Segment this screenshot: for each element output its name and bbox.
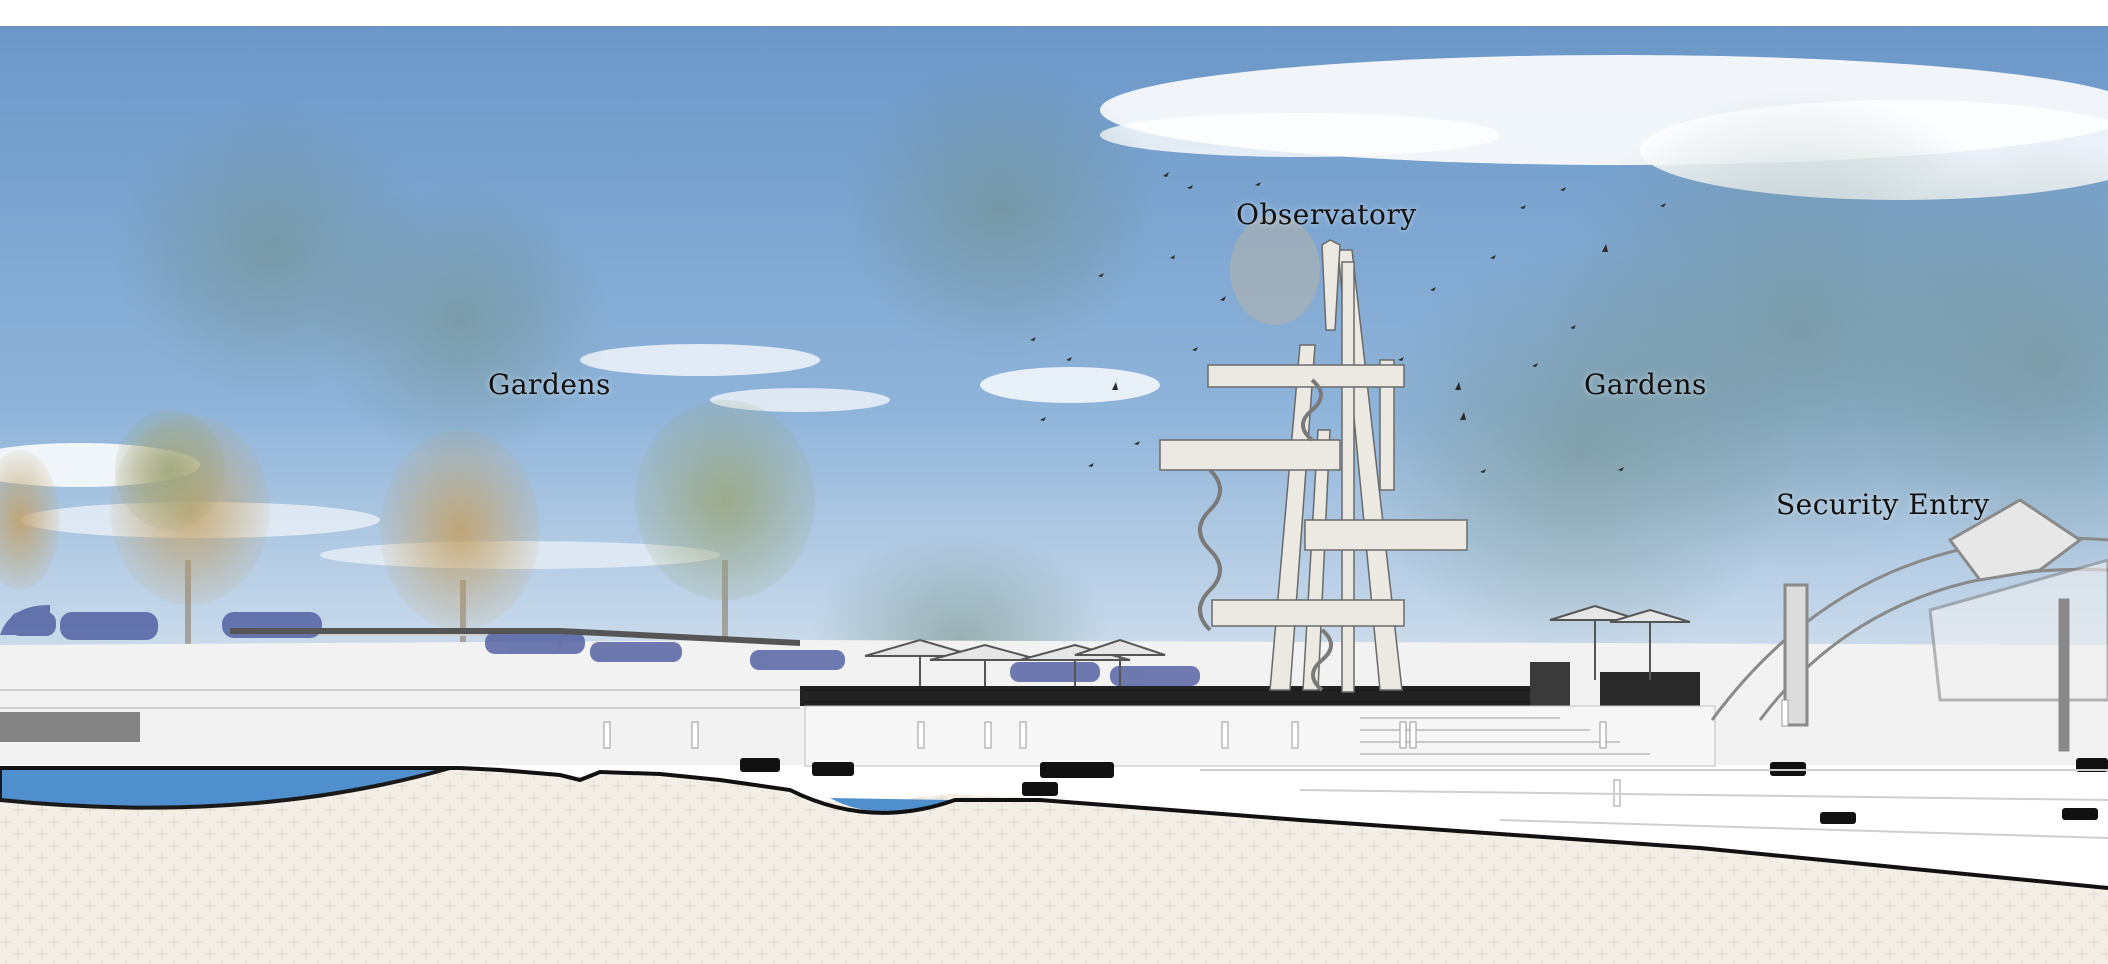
tower-haze <box>1230 215 1320 325</box>
observatory-tower <box>1159 239 1468 693</box>
trees-left <box>0 400 815 690</box>
deck-railing <box>805 689 1530 703</box>
label-security-entry: Security Entry <box>1776 488 1990 521</box>
pond-center <box>830 798 955 813</box>
central-platform <box>804 705 1716 767</box>
lower-paving-lines <box>1200 769 2108 839</box>
pond-left <box>0 766 451 810</box>
birds <box>1030 172 1666 473</box>
umbrellas <box>864 604 1691 686</box>
ground-section <box>0 766 2108 964</box>
label-gardens-right: Gardens <box>1584 368 1707 401</box>
planters <box>740 758 2108 824</box>
security-entry-structure <box>1710 498 2108 752</box>
label-observatory: Observatory <box>1236 198 1417 231</box>
top-margin <box>0 0 2108 26</box>
platform-stairs <box>1360 717 1650 755</box>
background-trees <box>110 60 2108 750</box>
label-gardens-left: Gardens <box>488 368 611 401</box>
section-cut-line <box>0 766 2108 890</box>
